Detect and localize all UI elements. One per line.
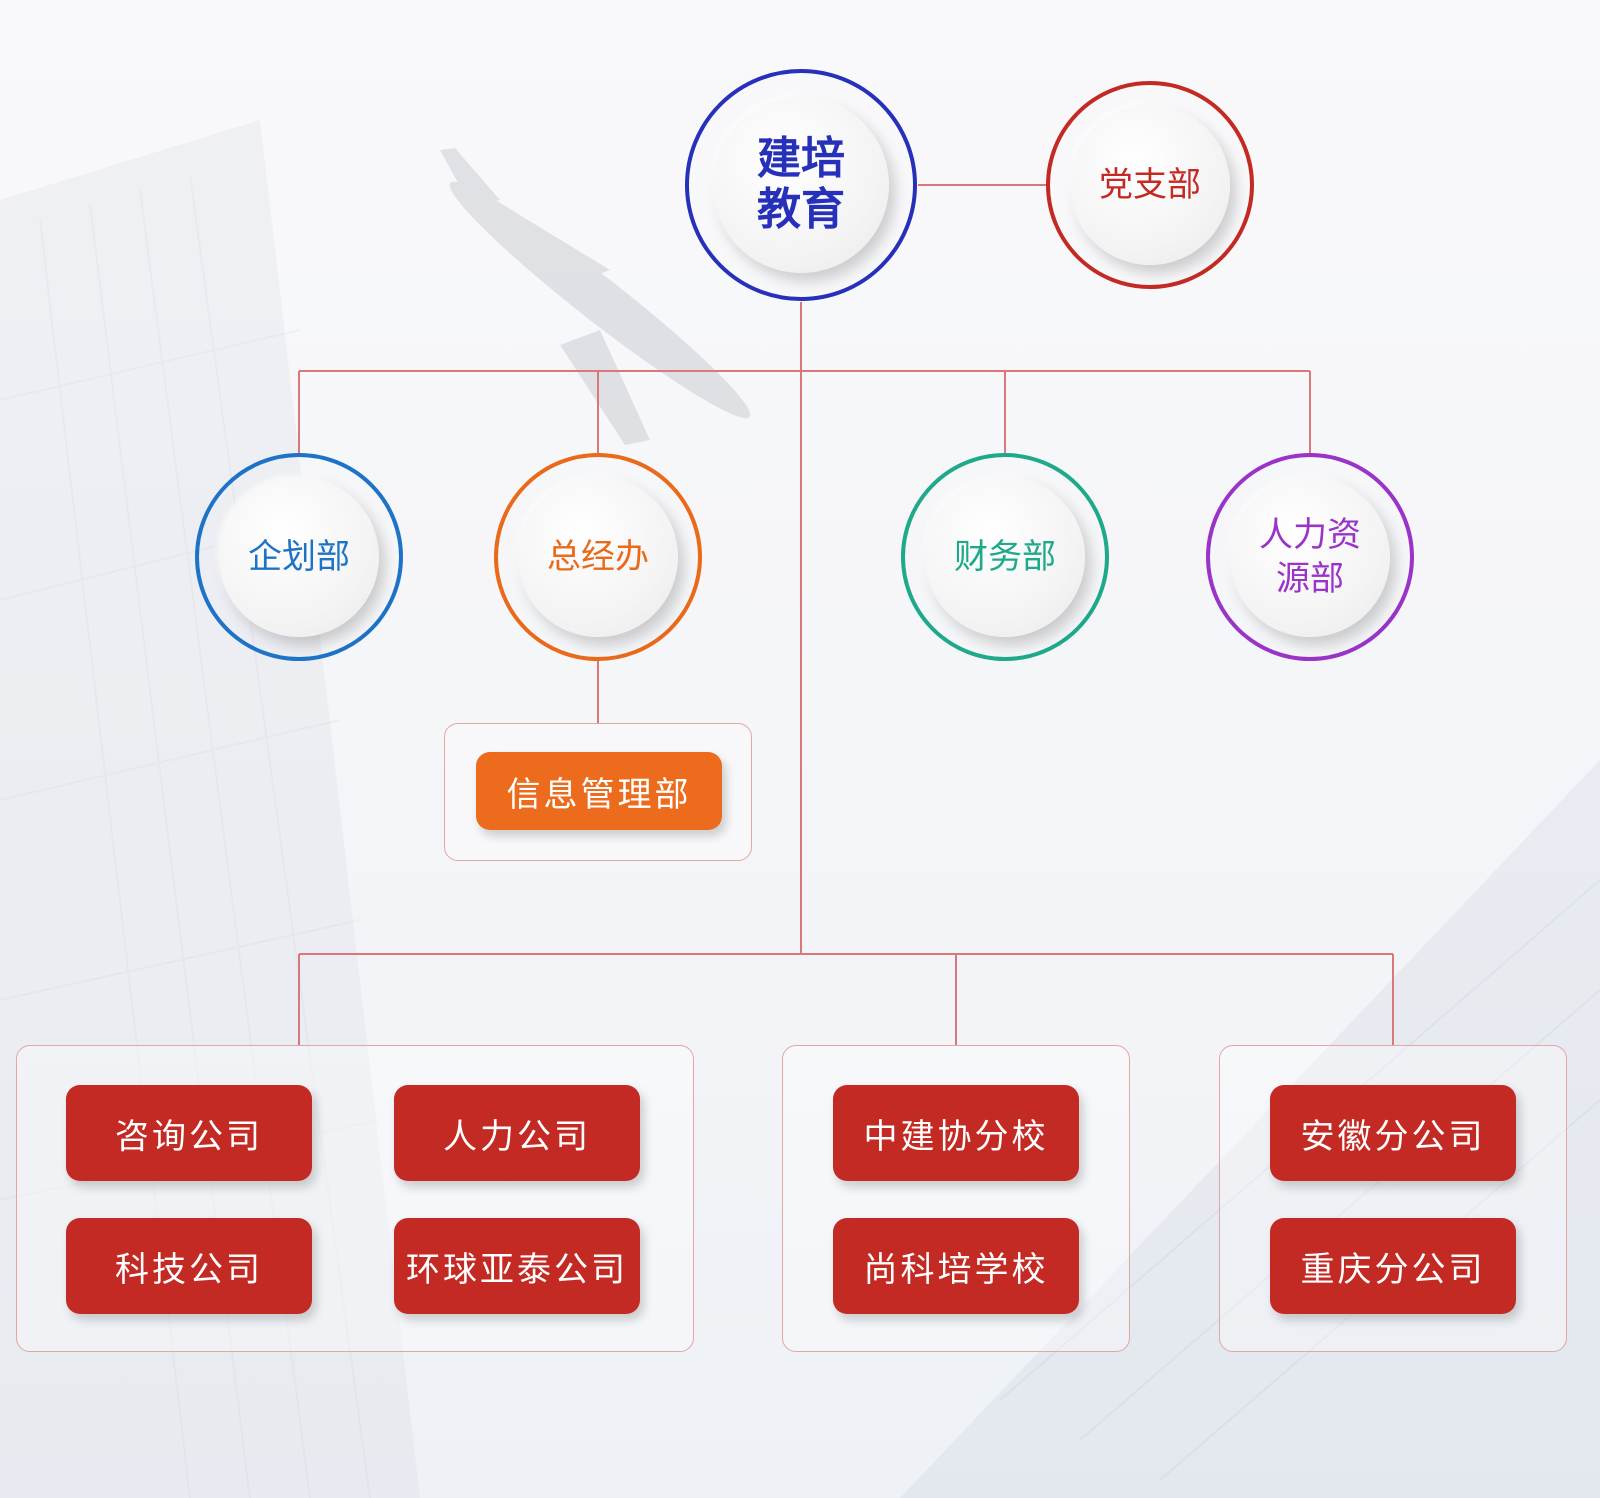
subsidiary-chongqing-branch: 重庆分公司 bbox=[1270, 1218, 1516, 1314]
office-label: 总经办 bbox=[547, 536, 649, 577]
subsidiary-cca-branch-school: 中建协分校 bbox=[833, 1085, 1079, 1181]
subsidiary-anhui-branch: 安徽分公司 bbox=[1270, 1085, 1516, 1181]
party-node: 党支部 bbox=[1046, 81, 1254, 289]
airplane-icon bbox=[440, 148, 751, 445]
department-planning: 企划部 bbox=[195, 453, 403, 661]
department-hr: 人力资 源部 bbox=[1206, 453, 1414, 661]
subsidiary-hr-company: 人力公司 bbox=[394, 1085, 640, 1181]
root-node: 建培 教育 bbox=[685, 69, 917, 301]
info-management-dept: 信息管理部 bbox=[476, 752, 722, 830]
hr-label: 人力资 源部 bbox=[1259, 514, 1361, 599]
department-finance: 财务部 bbox=[901, 453, 1109, 661]
finance-label: 财务部 bbox=[954, 536, 1056, 577]
subsidiary-consulting: 咨询公司 bbox=[66, 1085, 312, 1181]
party-label: 党支部 bbox=[1099, 164, 1201, 205]
subsidiary-global-asiatai: 环球亚泰公司 bbox=[394, 1218, 640, 1314]
subsidiary-shangkepei-school: 尚科培学校 bbox=[833, 1218, 1079, 1314]
planning-label: 企划部 bbox=[248, 536, 350, 577]
department-office: 总经办 bbox=[494, 453, 702, 661]
subsidiary-tech: 科技公司 bbox=[66, 1218, 312, 1314]
root-label: 建培 教育 bbox=[757, 133, 845, 235]
